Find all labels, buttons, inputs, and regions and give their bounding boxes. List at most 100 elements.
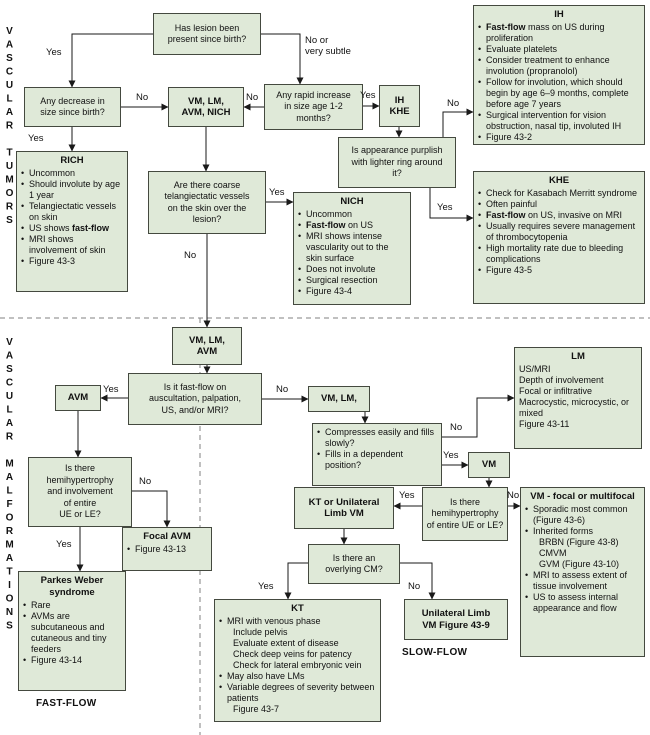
infobox-rich-title: RICH [60, 155, 84, 166]
list-item: Check for lateral embryonic vein [233, 660, 362, 670]
list-item: Variable degrees of severity between pat… [219, 682, 376, 704]
list-item: Compresses easily and fills slowly? [317, 427, 437, 449]
list-item: Often painful [478, 199, 640, 210]
infobox-khe: KHE Check for Kasabach Merritt syndrome … [473, 171, 645, 304]
edge-label-compress-yes: Yes [443, 450, 459, 461]
list-item: Evaluate extent of disease [233, 638, 339, 648]
lm-line: Figure 43-11 [519, 419, 570, 429]
list-item: Surgical resection [298, 275, 406, 286]
infobox-parkes-weber-title: Parkes Weber syndrome [40, 575, 104, 598]
node-avm: AVM [55, 385, 101, 411]
list-item: Should involute by age 1 year [21, 179, 123, 201]
edge-purplish-no-ih [442, 108, 474, 137]
edge-label-fastflow-yes: Yes [103, 384, 119, 395]
list-item: Follow for involution, which should begi… [478, 77, 640, 110]
lm-line: Focal or infiltrative [519, 386, 593, 396]
infobox-focal-avm-title: Focal AVM [143, 531, 191, 542]
infobox-khe-list: Check for Kasabach Merritt syndrome Ofte… [478, 188, 640, 276]
list-item: US to assess internal appearance and flo… [525, 592, 640, 614]
lm-line: Macrocystic, microcystic, or mixed [519, 397, 630, 418]
list-item: US shows fast-flow [21, 223, 123, 234]
list-item: AVMs are subcutaneous and cutaneous and … [23, 611, 121, 655]
edge-label-birth-yes: Yes [46, 47, 62, 58]
list-item: Consider treatment to enhance involution… [478, 55, 640, 77]
list-item: Include pelvis [233, 627, 288, 637]
list-item: MRI shows involvement of skin [21, 234, 123, 256]
list-item: Uncommon [21, 168, 123, 179]
node-q-coarse-telangiectatic: Are there coarse telangiectatic vessels … [148, 171, 266, 234]
edge-label-birth-no: No or very subtle [305, 35, 351, 57]
list-item: MRI shows intense vascularity out to the… [298, 231, 406, 264]
compress-list: Compresses easily and fills slowly? Fill… [317, 427, 437, 471]
section-label-vascular-tumors: VASCULAR TUMORS [4, 26, 15, 229]
infobox-nich-title: NICH [340, 196, 364, 207]
list-item: Rare [23, 600, 121, 611]
infobox-vm-focal-list: Sporadic most common (Figure 43-6) Inher… [525, 504, 640, 614]
list-item: May also have LMs [219, 671, 376, 682]
edge-label-cm-no: No [408, 581, 421, 592]
node-q-fast-flow: Is it fast-flow on auscultation, palpati… [128, 373, 262, 425]
edge-compress-no-lm [442, 394, 515, 438]
infobox-lm-title: LM [571, 351, 585, 362]
infobox-focal-avm-list: Figure 43-13 [127, 544, 207, 555]
list-item: Evaluate platelets [478, 44, 640, 55]
list-item: MRI with venous phase [219, 616, 376, 627]
infobox-ih-list: Fast-flow mass on US during proliferatio… [478, 22, 640, 143]
list-item: Surgical intervention for vision obstruc… [478, 110, 640, 132]
edge-label-hemi-avm-yes: Yes [56, 539, 72, 550]
flow-label-slow: SLOW-FLOW [402, 647, 468, 658]
node-q-compresses-fills: Compresses easily and fills slowly? Fill… [312, 423, 442, 486]
edge-label-hemi-vm-yes: Yes [399, 490, 415, 501]
list-item: Fast-flow on US [298, 220, 406, 231]
lm-line: US/MRI [519, 364, 551, 374]
list-item: CMVM [539, 548, 567, 558]
list-item: High mortality rate due to bleeding comp… [478, 243, 640, 265]
list-item: Figure 43-5 [478, 265, 640, 276]
node-q-decrease-in-size: Any decrease in size since birth? [24, 87, 121, 127]
node-q-lesion-since-birth: Has lesion been present since birth? [153, 13, 261, 55]
edge-cm-yes-kt [284, 562, 308, 600]
edge-hemi-no-focal-avm [132, 490, 171, 528]
edge-label-coarse-no: No [184, 250, 197, 261]
infobox-rich-list: Uncommon Should involute by age 1 year T… [21, 168, 123, 267]
node-vm-lm-avm-nich: VM, LM, AVM, NICH [168, 87, 244, 127]
section-label-vascular-malformations: VASCULAR MALFORMATIONS [4, 337, 15, 634]
list-item: Figure 43-3 [21, 256, 123, 267]
list-item: Fast-flow on US, invasive on MRI [478, 210, 640, 221]
lm-line: Depth of involvement [519, 375, 604, 385]
list-item: Figure 43-2 [478, 132, 640, 143]
edge-cm-no-unilateral [400, 562, 436, 600]
list-item: Figure 43-7 [233, 704, 280, 714]
node-vm-lm-avm: VM, LM, AVM [172, 327, 242, 365]
list-item: Check deep veins for patency [233, 649, 352, 659]
infobox-kt-list: MRI with venous phase Include pelvis Eva… [219, 616, 376, 715]
node-vm: VM [468, 452, 510, 478]
list-item: Fast-flow mass on US during proliferatio… [478, 22, 640, 44]
edge-birth-yes [68, 33, 153, 88]
edge-label-fastflow-no: No [276, 384, 289, 395]
edge-label-cm-yes: Yes [258, 581, 274, 592]
infobox-parkes-weber-list: Rare AVMs are subcutaneous and cutaneous… [23, 600, 121, 666]
node-ih-khe: IH KHE [379, 85, 420, 127]
edge-label-hemi-avm-no: No [139, 476, 152, 487]
edge-label-purplish-no: No [447, 98, 460, 109]
node-q-purplish-ring: Is appearance purplish with lighter ring… [338, 137, 456, 188]
list-item: Does not involute [298, 264, 406, 275]
list-item: Check for Kasabach Merritt syndrome [478, 188, 640, 199]
infobox-kt: KT MRI with venous phase Include pelvis … [214, 599, 381, 722]
flow-label-fast: FAST-FLOW [36, 698, 97, 709]
infobox-nich: NICH Uncommon Fast-flow on US MRI shows … [293, 192, 411, 305]
edge-label-rapid-no: No [246, 92, 259, 103]
node-vm-lm: VM, LM, [308, 386, 370, 412]
edge-birth-no [261, 33, 304, 85]
list-item: BRBN (Figure 43-8) [539, 537, 619, 547]
infobox-nich-list: Uncommon Fast-flow on US MRI shows inten… [298, 209, 406, 297]
infobox-khe-title: KHE [548, 175, 570, 186]
node-q-rapid-increase: Any rapid increase in size age 1-2 month… [264, 84, 363, 130]
edge-label-purplish-yes: Yes [437, 202, 453, 213]
infobox-vm-focal-multifocal: VM - focal or multifocal Sporadic most c… [520, 487, 645, 657]
edge-label-rapid-yes: Yes [360, 90, 376, 101]
list-item: Fills in a dependent position? [317, 449, 437, 471]
